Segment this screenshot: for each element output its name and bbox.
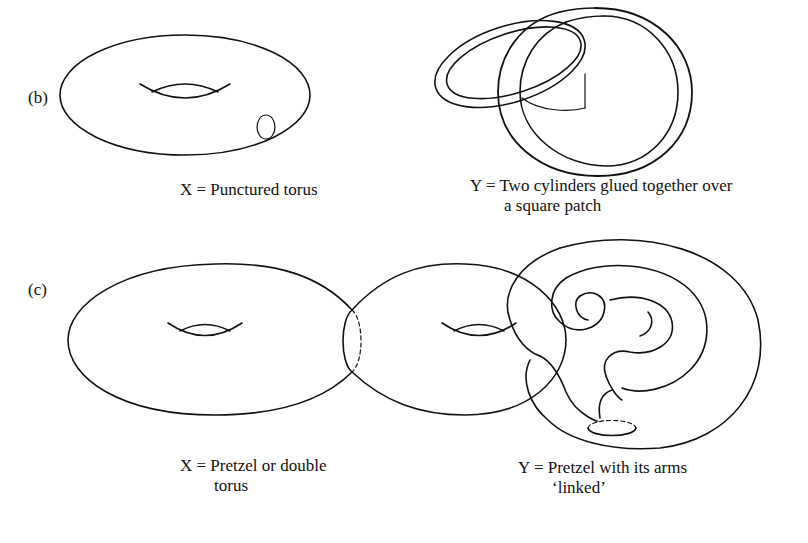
panel-letter: (c) [28, 280, 47, 300]
double-torus [68, 264, 566, 415]
punctured-torus [60, 35, 310, 155]
figure-caption: X = Punctured torus [180, 180, 318, 200]
panel-letter: (b) [28, 88, 48, 108]
figure-caption: Y = Two cylinders glued together over a … [470, 176, 739, 216]
two-cylinders [424, 4, 692, 176]
figure-caption: X = Pretzel or double torus [180, 456, 354, 496]
linked-pretzel [507, 240, 760, 449]
figure-caption: Y = Pretzel with its arms ‘linked’ [518, 458, 727, 498]
